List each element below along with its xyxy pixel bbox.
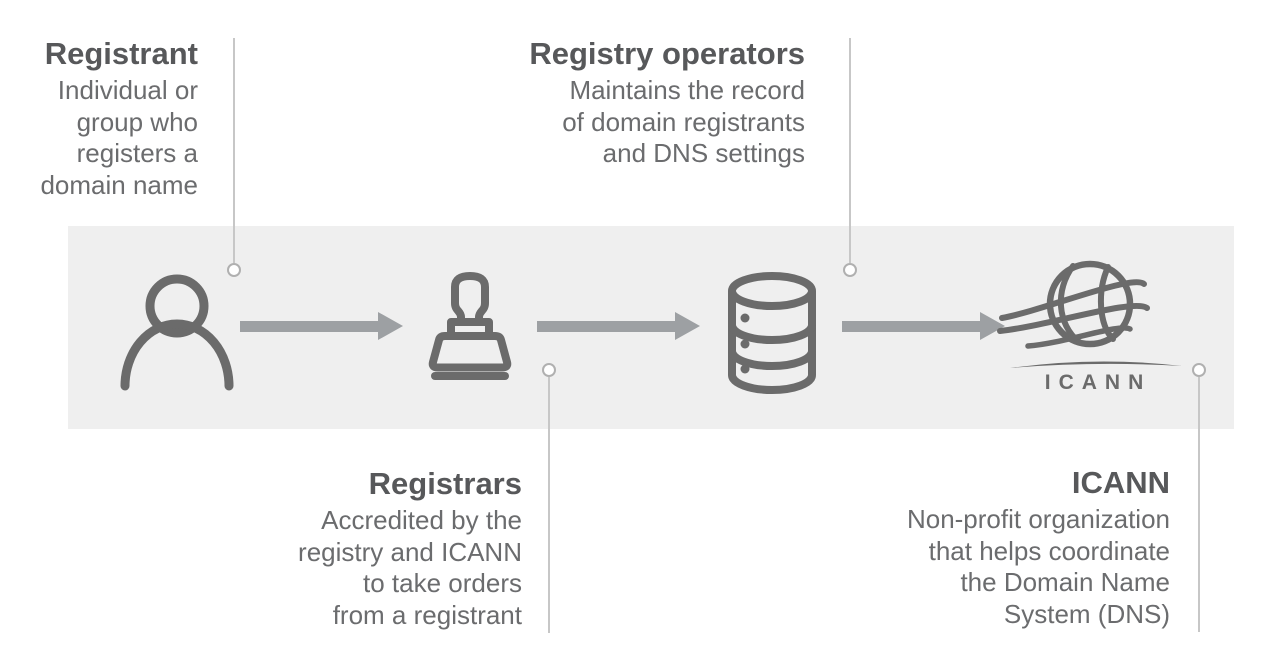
registrars-title: Registrars	[368, 466, 522, 501]
label-registrars: Registrars Accredited by the registry an…	[222, 466, 522, 631]
leader-dot-registrars	[542, 363, 556, 377]
leader-dot-registry-operators	[843, 263, 857, 277]
icann-description: Non-profit organization that helps coord…	[906, 504, 1170, 629]
registrars-description: Accredited by the registry and ICANN to …	[298, 505, 522, 630]
registrant-title: Registrant	[44, 36, 198, 71]
arrow-head	[675, 312, 700, 340]
leader-line-registrant	[233, 38, 235, 263]
leader-line-registry-operators	[849, 38, 851, 263]
label-registry-operators: Registry operators Maintains the record …	[475, 36, 805, 170]
person-icon	[118, 273, 236, 391]
label-registrant: Registrant Individual or group who regis…	[0, 36, 198, 201]
rubber-stamp-icon	[426, 272, 514, 380]
icann-title: ICANN	[1071, 465, 1170, 500]
icann-globe-icon	[997, 258, 1190, 370]
label-icann: ICANN Non-profit organization that helps…	[870, 465, 1170, 630]
database-icon	[724, 272, 820, 394]
leader-line-icann	[1198, 377, 1200, 632]
registrant-description: Individual or group who registers a doma…	[40, 75, 198, 200]
icann-wordmark: ICANN	[1044, 371, 1152, 394]
flow-arrow-2	[537, 312, 700, 341]
arrow-shaft	[842, 321, 981, 332]
flow-arrow-1	[240, 312, 403, 341]
flow-arrow-3	[842, 312, 1005, 341]
arrow-shaft	[240, 321, 379, 332]
leader-dot-registrant	[227, 263, 241, 277]
registry-operators-description: Maintains the record of domain registran…	[562, 75, 805, 168]
arrow-head	[378, 312, 403, 340]
leader-line-registrars	[548, 377, 550, 633]
leader-dot-icann	[1192, 363, 1206, 377]
registry-operators-title: Registry operators	[529, 36, 805, 71]
icann-swoosh-underline	[1008, 356, 1184, 375]
arrow-shaft	[537, 321, 676, 332]
